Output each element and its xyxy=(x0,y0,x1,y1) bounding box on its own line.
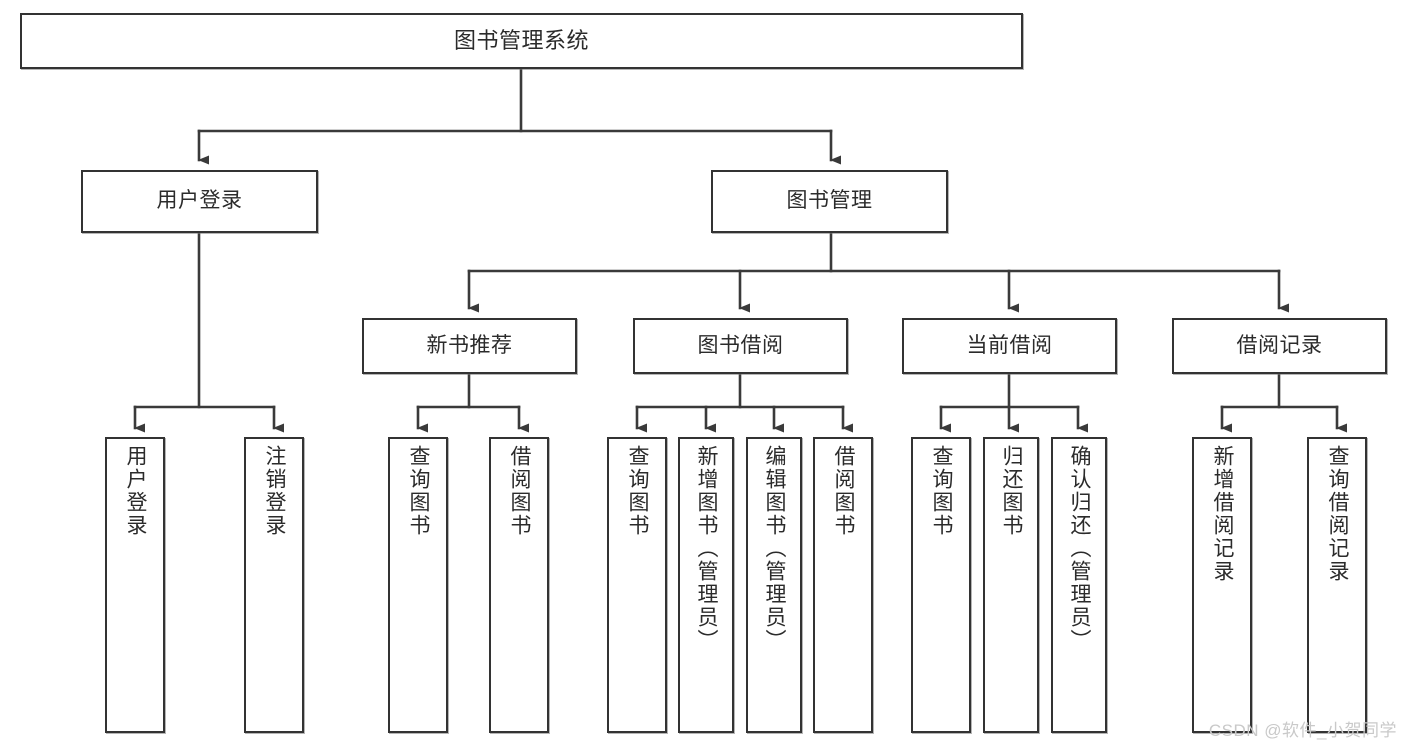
node-new-book-recommend[interactable]: 新书推荐 xyxy=(362,318,577,374)
node-label: 用户登录 xyxy=(156,189,243,213)
node-label: 编辑图书（管理员） xyxy=(763,445,787,652)
leaf-currentborrow-query-books[interactable]: 查询图书 xyxy=(911,437,971,733)
leaf-borrowrecords-add-record[interactable]: 新增借阅记录 xyxy=(1192,437,1252,733)
node-label: 新书推荐 xyxy=(426,333,513,357)
leaf-user-login[interactable]: 用户登录 xyxy=(105,437,165,733)
node-label: 图书管理系统 xyxy=(453,28,589,54)
node-label: 查询图书 xyxy=(407,445,431,537)
node-label: 注销登录 xyxy=(263,445,287,537)
node-book-borrow[interactable]: 图书借阅 xyxy=(633,318,848,374)
node-label: 查询图书 xyxy=(930,445,954,537)
watermark-credit: CSDN @软件_小贺同学 xyxy=(1208,721,1397,740)
node-label: 图书管理 xyxy=(786,189,873,213)
node-label: 用户登录 xyxy=(124,445,148,537)
node-label: 归还图书 xyxy=(1000,445,1024,537)
node-label: 查询借阅记录 xyxy=(1326,445,1350,583)
leaf-bookborrow-edit-book-admin[interactable]: 编辑图书（管理员） xyxy=(746,437,802,733)
node-label: 借阅图书 xyxy=(508,445,532,537)
leaf-newbook-query-books[interactable]: 查询图书 xyxy=(388,437,448,733)
node-borrow-records[interactable]: 借阅记录 xyxy=(1172,318,1387,374)
node-current-borrow[interactable]: 当前借阅 xyxy=(902,318,1117,374)
node-label: 当前借阅 xyxy=(966,333,1053,357)
leaf-currentborrow-return-books[interactable]: 归还图书 xyxy=(983,437,1039,733)
leaf-borrowrecords-query-record[interactable]: 查询借阅记录 xyxy=(1307,437,1367,733)
node-label: 确认归还（管理员） xyxy=(1068,445,1092,652)
leaf-currentborrow-confirm-return-admin[interactable]: 确认归还（管理员） xyxy=(1051,437,1107,733)
node-label: 借阅记录 xyxy=(1236,333,1323,357)
leaf-bookborrow-add-book-admin[interactable]: 新增图书（管理员） xyxy=(678,437,734,733)
node-label: 借阅图书 xyxy=(832,445,856,537)
leaf-newbook-borrow-books[interactable]: 借阅图书 xyxy=(489,437,549,733)
node-user-login[interactable]: 用户登录 xyxy=(81,170,318,233)
leaf-logout-login[interactable]: 注销登录 xyxy=(244,437,304,733)
node-label: 新增借阅记录 xyxy=(1211,445,1235,583)
node-label: 查询图书 xyxy=(626,445,650,537)
node-label: 新增图书（管理员） xyxy=(695,445,719,652)
node-root-book-management-system[interactable]: 图书管理系统 xyxy=(20,13,1023,69)
leaf-bookborrow-query-books[interactable]: 查询图书 xyxy=(607,437,667,733)
node-book-management[interactable]: 图书管理 xyxy=(711,170,948,233)
leaf-bookborrow-borrow-books[interactable]: 借阅图书 xyxy=(813,437,873,733)
node-label: 图书借阅 xyxy=(697,333,784,357)
